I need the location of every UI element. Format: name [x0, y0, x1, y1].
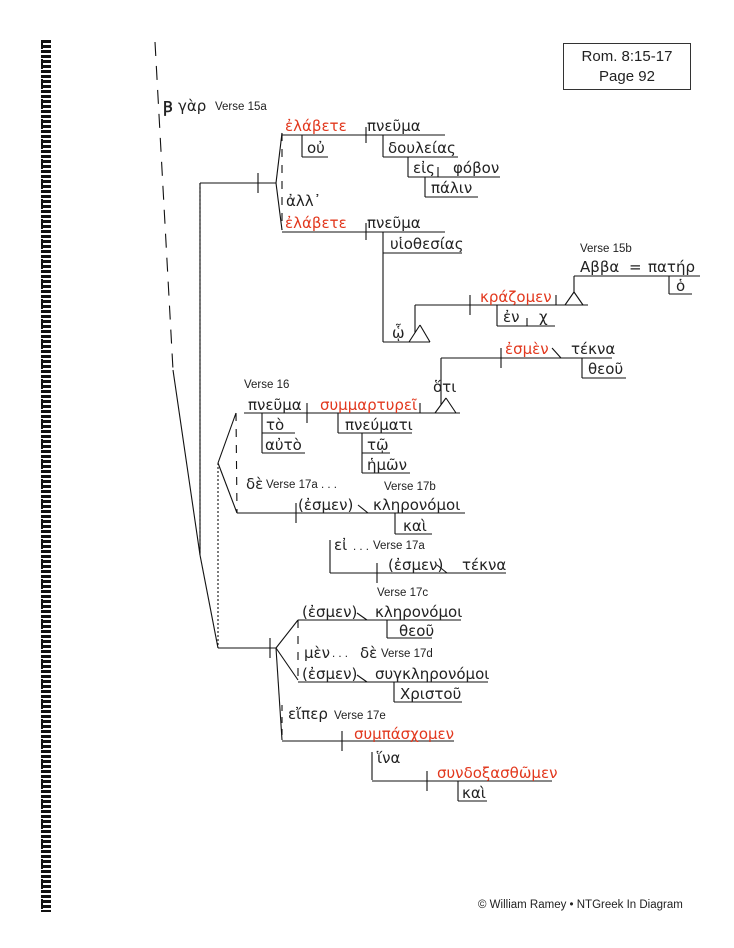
word-pneumati: πνεύματι	[345, 416, 413, 434]
binding-edge	[41, 40, 51, 912]
verb-syndoxasthomen: συνδοξασθῶμεν	[437, 764, 558, 782]
word-synkleronomoi: συγκληρονόμοι	[375, 665, 490, 683]
word-theou-1: θεοῦ	[588, 360, 624, 378]
equals-sign: =	[629, 258, 642, 276]
verb-sympaschomen: συμπάσχομεν	[354, 725, 455, 743]
ellipsis-1: . . .	[353, 541, 369, 553]
word-christou: Χριστοῦ	[400, 685, 462, 703]
word-men: μὲν	[304, 644, 331, 662]
word-hemon: ἡμῶν	[367, 456, 407, 474]
word-ei: εἰ	[334, 536, 348, 554]
word-all: ἀλλ᾽	[286, 192, 322, 210]
word-eiper: εἴπερ	[288, 705, 328, 723]
word-hw: ᾧ	[392, 324, 405, 342]
verse-label-17a-2: Verse 17a	[373, 540, 425, 552]
word-en: ἐν	[503, 308, 520, 326]
word-kleronomoi-2: κληρονόμοι	[375, 603, 463, 621]
word-ho: ὁ	[676, 277, 686, 295]
word-tw: τῷ	[367, 436, 389, 454]
word-phobon: φόβον	[453, 159, 500, 177]
verb-elabete-1: ἐλάβετε	[285, 117, 347, 135]
verse-label-15b: Verse 15b	[580, 243, 632, 255]
word-esmen-2: (ἐσμεν)	[298, 496, 354, 514]
word-eis: εἰς	[413, 159, 435, 177]
reference-box: Rom. 8:15-17 Page 92	[563, 43, 691, 90]
verb-elabete-2: ἐλάβετε	[285, 214, 347, 232]
word-douleias: δουλείας	[388, 139, 456, 157]
word-pater: πατήρ	[648, 258, 695, 276]
word-theou-2: θεοῦ	[399, 622, 435, 640]
word-de-2: δὲ	[360, 644, 378, 662]
verse-label-15a: Verse 15a	[215, 101, 267, 113]
word-hoti: ὅτι	[433, 378, 457, 396]
word-abba: Αββα	[580, 258, 620, 276]
word-esmen-4: (ἐσμεν)	[302, 603, 358, 621]
word-kleronomoi-1: κληρονόμοι	[373, 496, 461, 514]
word-esmen-3: (ἐσμεν)	[388, 556, 444, 574]
word-to: τὸ	[266, 416, 285, 434]
verb-krazomen: κράζομεν	[480, 288, 552, 306]
gar-marker-icon: Ꞵ	[163, 98, 173, 116]
word-kai-2: καὶ	[462, 784, 486, 802]
verse-label-16: Verse 16	[244, 379, 290, 391]
word-pneuma-2: πνεῦμα	[367, 214, 421, 232]
word-tekna-1: τέκνα	[571, 340, 616, 358]
word-gar: γὰρ	[178, 97, 207, 115]
verse-label-17b: Verse 17b	[384, 481, 436, 493]
verse-label-17c: Verse 17c	[377, 587, 429, 599]
word-pneuma-3: πνεῦμα	[248, 396, 302, 414]
word-de-1: δὲ	[246, 475, 264, 493]
word-chi: χ	[539, 308, 548, 326]
word-auto: αὐτὸ	[265, 436, 302, 454]
word-palin: πάλιν	[431, 179, 473, 197]
verb-symmartyrei: συμμαρτυρεῖ	[320, 396, 418, 414]
verse-label-17e: Verse 17e	[334, 710, 386, 722]
word-pneuma-1: πνεῦμα	[367, 117, 421, 135]
verb-esmen-1: ἐσμὲν	[505, 340, 549, 358]
word-ou: οὐ	[307, 139, 325, 157]
word-esmen-5: (ἐσμεν)	[302, 665, 358, 683]
copyright-footer: © William Ramey • NTGreek In Diagram	[478, 899, 683, 911]
ellipsis-2: . . .	[332, 648, 348, 660]
verse-label-17a: Verse 17a . . .	[266, 479, 337, 491]
page-number: Page 92	[599, 68, 655, 85]
word-tekna-2: τέκνα	[462, 556, 507, 574]
word-hina: ἵνα	[377, 749, 401, 767]
word-kai-1: καὶ	[403, 517, 427, 535]
word-huiothesias: υἱοθεσίας	[390, 235, 464, 253]
passage-reference: Rom. 8:15-17	[581, 48, 673, 65]
verse-label-17d: Verse 17d	[381, 648, 433, 660]
